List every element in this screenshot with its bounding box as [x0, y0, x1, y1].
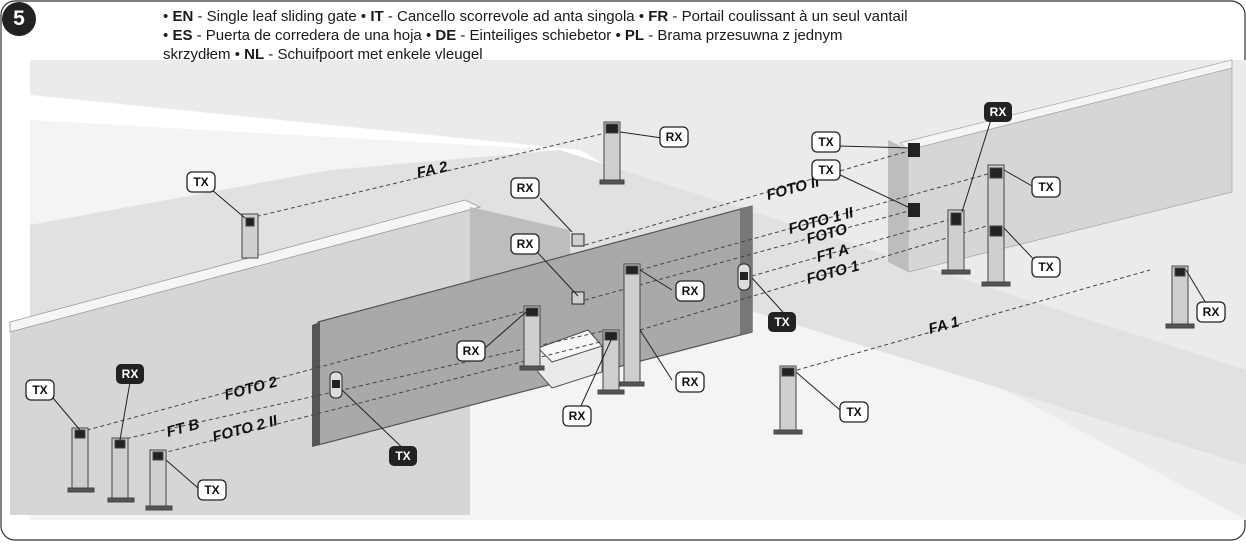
beam-foto-2-ii — [154, 339, 609, 456]
beam-ft-a — [639, 224, 991, 331]
beam-foto-2 — [79, 309, 531, 433]
left-wall-top — [9, 199, 482, 333]
callout-tx-right-post-low: TX — [1031, 256, 1061, 278]
callout-tx-right-post-top: TX — [1031, 176, 1061, 198]
svg-text:TX: TX — [1038, 260, 1053, 274]
callout-tx-gate-left: TX — [389, 446, 417, 466]
callout-rx-center-tall: RX — [675, 280, 705, 302]
svg-text:RX: RX — [682, 284, 699, 298]
svg-text:TX: TX — [1038, 180, 1053, 194]
post-left-a — [67, 427, 95, 493]
svg-text:RX: RX — [517, 181, 534, 195]
svg-text:RX: RX — [122, 367, 139, 381]
svg-text:RX: RX — [666, 130, 683, 144]
callout-rx-left-post: RX — [116, 364, 144, 384]
callout-rx-inner-mid: RX — [510, 233, 540, 255]
callout-rx-center-low: RX — [675, 371, 705, 393]
svg-text:TX: TX — [193, 175, 208, 189]
callout-tx-wall-mid: TX — [811, 159, 841, 181]
callout-tx-fa1: TX — [839, 401, 869, 423]
figure-number-badge: 5 — [2, 2, 36, 36]
beam-foto — [639, 171, 996, 271]
wall-cell-tx-mid — [908, 203, 920, 217]
svg-text:TX: TX — [774, 315, 789, 329]
post-center-short — [597, 329, 625, 395]
post-right-a — [941, 209, 971, 275]
right-wall-top — [899, 59, 1233, 151]
svg-text:TX: TX — [818, 163, 833, 177]
inner-cell-rx-top — [571, 233, 585, 247]
beam-foto-ii — [584, 149, 913, 246]
post-right-b — [981, 164, 1011, 287]
callout-tx-left-low: TX — [197, 479, 227, 501]
post-left-c — [145, 449, 173, 511]
post-left-b — [107, 437, 135, 503]
beam-fa2 — [249, 131, 611, 219]
callout-rx-inner-top: RX — [510, 177, 540, 199]
photocell-posts — [67, 121, 1195, 511]
svg-text:TX: TX — [818, 135, 833, 149]
svg-text:RX: RX — [463, 344, 480, 358]
tx-rx-callouts: RX RX RX RX RX RX RX RX RX RX TX TX TX T… — [25, 102, 1226, 501]
wall-cell-tx-top — [908, 143, 920, 157]
svg-text:TX: TX — [846, 405, 861, 419]
callout-tx-gate-right: TX — [768, 312, 796, 332]
label-fa2: FA 2 — [415, 158, 450, 182]
post-tx-fa2 — [241, 213, 259, 259]
beam-fa1 — [789, 269, 1151, 373]
svg-text:TX: TX — [204, 483, 219, 497]
callout-rx-far-right: RX — [1196, 301, 1226, 323]
svg-text:RX: RX — [990, 105, 1007, 119]
gate-leading-edge — [312, 322, 320, 447]
caption-line-3: skrzydłem • NL - Schuifpoort met enkele … — [163, 46, 483, 63]
callout-rx-inner-post: RX — [456, 340, 486, 362]
post-rx-top — [599, 121, 625, 185]
svg-text:RX: RX — [682, 375, 699, 389]
beam-lines — [79, 131, 1151, 456]
right-wall-end — [888, 140, 908, 272]
post-inner — [519, 305, 545, 371]
gate-edge-cell-left — [329, 371, 343, 399]
post-fa1-tx — [773, 365, 803, 435]
wall-photocells — [329, 143, 920, 399]
svg-text:RX: RX — [517, 237, 534, 251]
inner-cell-rx-mid — [571, 291, 585, 305]
svg-text:RX: RX — [1203, 305, 1220, 319]
svg-text:TX: TX — [395, 449, 410, 463]
post-far-right — [1165, 265, 1195, 329]
callout-rx-center-short: RX — [562, 405, 592, 427]
beam-foto-1 — [744, 217, 956, 279]
caption-line-2: • ES - Puerta de corredera de una hoja •… — [163, 27, 843, 44]
post-center-tall — [619, 263, 645, 387]
callout-tx-left-post: TX — [25, 379, 55, 401]
callout-tx-fa2: TX — [186, 171, 216, 193]
caption-line-1: • EN - Single leaf sliding gate • IT - C… — [163, 8, 908, 25]
callout-rx-top-post: RX — [659, 126, 689, 148]
road-surface — [30, 150, 1246, 465]
gate-edge-cell-right — [737, 263, 751, 291]
callout-rx-right-wall: RX — [984, 102, 1012, 122]
svg-text:RX: RX — [569, 409, 586, 423]
svg-text:TX: TX — [32, 383, 47, 397]
gate-motor — [537, 329, 603, 389]
figure-caption: • EN - Single leaf sliding gate • IT - C… — [163, 7, 1103, 64]
callout-tx-wall-top: TX — [811, 131, 841, 153]
